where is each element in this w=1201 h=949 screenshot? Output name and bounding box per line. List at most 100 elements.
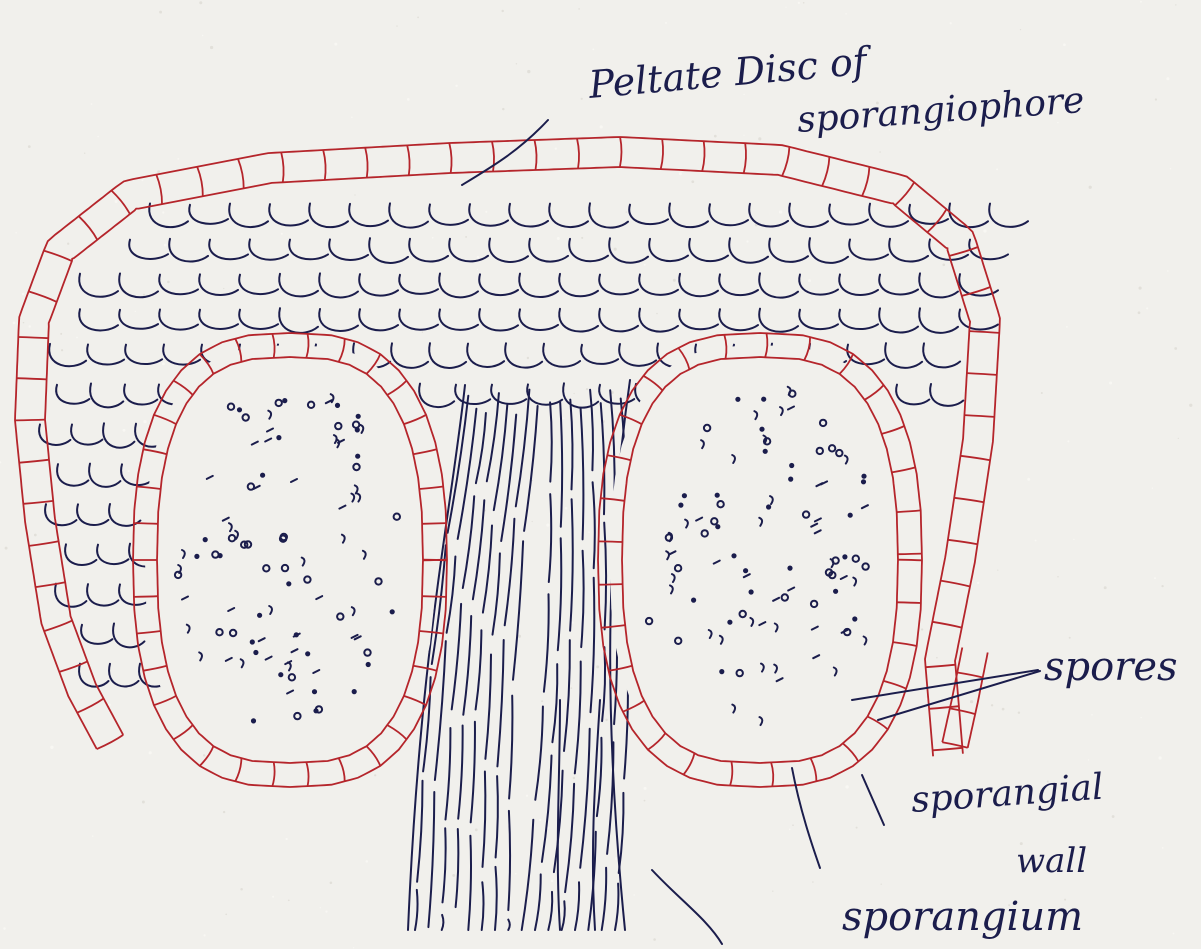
paper-speck	[565, 507, 568, 510]
disc-cell	[919, 273, 958, 297]
paper-speck	[330, 882, 333, 885]
disc-cell	[669, 204, 708, 228]
disc-cell	[57, 464, 88, 486]
paper-speck	[1067, 440, 1069, 442]
epidermis-cell-wall	[29, 291, 57, 302]
paper-speck	[92, 835, 93, 836]
paper-speck	[1089, 186, 1092, 189]
paper-speck	[977, 582, 979, 584]
disc-cell	[113, 624, 144, 648]
spore	[788, 567, 791, 570]
sporangial-wall-cell-wall	[898, 554, 922, 555]
stalk-cell	[575, 882, 579, 930]
epidermis-cell-wall	[111, 191, 129, 215]
spore	[353, 690, 356, 693]
stalk-cell	[456, 829, 459, 907]
disc-cell	[549, 204, 588, 227]
disc-cell	[409, 239, 448, 262]
spore	[254, 651, 257, 654]
paper-speck	[149, 751, 152, 754]
stalk-cell	[552, 664, 557, 742]
disc-cell	[159, 310, 198, 330]
paper-speck	[1035, 540, 1037, 542]
spore	[728, 621, 731, 624]
paper-speck	[1173, 933, 1175, 935]
stalk-cell	[602, 647, 605, 721]
epidermis-cell-wall	[941, 581, 970, 587]
paper-speck	[143, 420, 146, 423]
paper-speck	[921, 628, 923, 630]
paper-speck	[983, 229, 986, 232]
epidermis-tip-outer-line	[968, 653, 988, 748]
paper-speck	[267, 331, 269, 333]
disc-cell	[369, 238, 408, 263]
paper-speck	[157, 170, 160, 173]
paper-speck	[325, 911, 327, 913]
epidermis-cell-wall	[933, 748, 963, 751]
disc-cell	[419, 384, 454, 407]
epidermis-cell-wall	[15, 420, 45, 421]
spore	[356, 455, 359, 458]
spore	[313, 690, 316, 693]
disc-cell	[65, 544, 96, 565]
spore	[760, 428, 763, 431]
spore	[862, 475, 865, 478]
stalk-cell	[619, 793, 624, 873]
stalk-cell	[562, 901, 565, 930]
stalk-cell	[550, 402, 552, 481]
stalk-cell	[570, 400, 572, 490]
stalk-cell	[483, 772, 486, 867]
paper-speck	[714, 135, 717, 138]
stalk-cell	[483, 526, 492, 613]
paper-speck	[177, 158, 179, 160]
paper-speck	[845, 13, 846, 14]
disc-cell	[929, 239, 968, 259]
sporangial-wall-cell-wall	[423, 560, 447, 561]
spore	[391, 610, 394, 613]
disc-cell	[429, 343, 466, 368]
disc-cell	[71, 425, 102, 445]
paper-speck	[1138, 311, 1141, 314]
epidermis-cell-wall	[18, 337, 48, 338]
epidermis-cell-wall	[323, 150, 325, 180]
paper-speck	[1178, 438, 1179, 439]
paper-speck	[202, 35, 203, 36]
stalk-cell	[581, 409, 584, 540]
epidermis-tip-cell-wall	[942, 742, 967, 748]
paper-speck	[1002, 708, 1005, 711]
label-spores: spores	[1044, 644, 1178, 690]
paper-speck	[128, 470, 130, 472]
epidermis-cell-wall	[702, 141, 704, 171]
paper-speck	[570, 687, 572, 689]
stalk-cell	[580, 729, 590, 868]
disc-cell	[125, 345, 162, 364]
spore	[683, 494, 686, 497]
disc-cell	[87, 345, 124, 365]
disc-cell	[489, 239, 528, 262]
disc-cell	[97, 545, 128, 564]
stalk-cell	[463, 616, 471, 715]
paper-speck	[76, 337, 78, 339]
disc-cell	[679, 310, 718, 330]
disc-cell	[885, 343, 922, 368]
disc-cell	[169, 239, 208, 262]
paper-speck	[91, 103, 93, 105]
paper-speck	[366, 860, 369, 863]
paper-speck	[223, 811, 225, 813]
sporangial-wall-cell-wall	[898, 560, 922, 561]
paper-speck	[532, 521, 533, 522]
epidermis-cell-wall	[782, 147, 789, 176]
paper-speck	[115, 200, 118, 203]
paper-speck	[578, 8, 580, 10]
pointer-peltate-disc	[462, 120, 548, 185]
paper-speck	[592, 48, 594, 50]
disc-cell	[309, 204, 348, 228]
paper-speck	[452, 874, 455, 877]
epidermis-cell-wall	[895, 182, 914, 205]
disc-cell	[289, 240, 328, 260]
paper-speck	[417, 17, 419, 19]
stalk-cell	[581, 551, 583, 647]
disc-cell	[543, 344, 580, 367]
spore	[252, 719, 255, 722]
